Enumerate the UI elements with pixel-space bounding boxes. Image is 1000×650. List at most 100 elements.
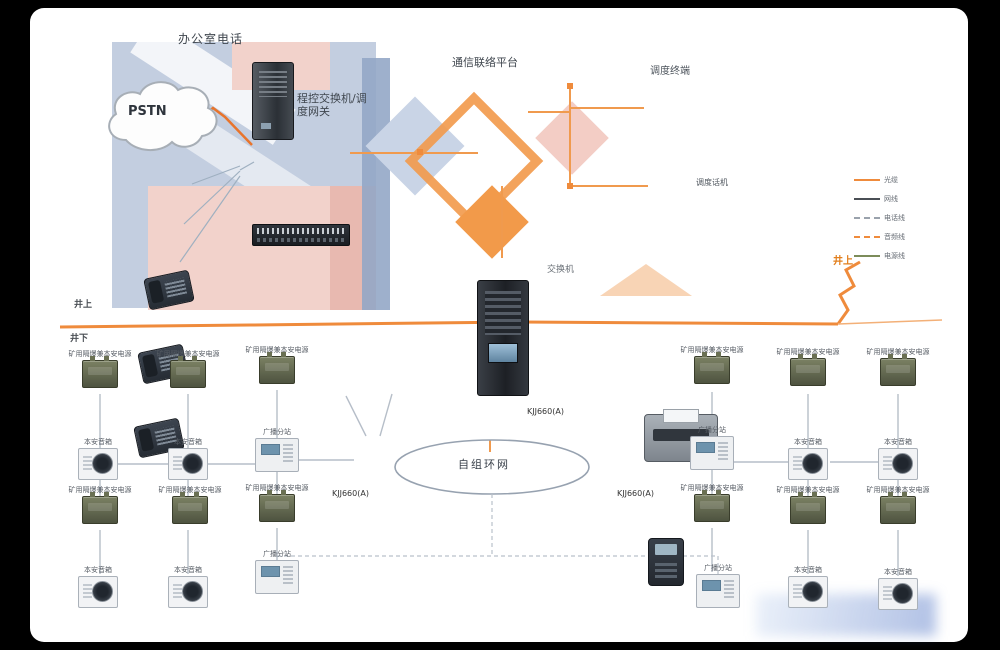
legend-label: 光缆 (884, 175, 898, 184)
power-supply-icon (82, 492, 118, 525)
device-label: 矿用隔爆兼本安电源 (866, 486, 930, 494)
power-supply-icon (880, 354, 916, 387)
power-supply-icon (790, 492, 826, 525)
device-label: 矿用隔爆兼本安电源 (680, 484, 744, 492)
device-label: 广播分站 (698, 426, 726, 434)
power-supply-node: 矿用隔爆兼本安电源 (156, 350, 220, 389)
power-supply-node: 矿用隔爆兼本安电源 (776, 348, 840, 387)
legend-item: 网线 (854, 189, 905, 208)
power-supply-node: 矿用隔爆兼本安电源 (158, 486, 222, 525)
phone-line-sample (854, 216, 880, 219)
speaker-icon (78, 576, 118, 609)
kjj660-center-label: KJJ660(A) (527, 407, 564, 416)
device-label: 矿用隔爆兼本安电源 (866, 348, 930, 356)
legend-label: 音频线 (884, 232, 905, 241)
platform-rack-icon (477, 280, 529, 396)
device-label: 本安音箱 (174, 438, 202, 446)
device-label: 矿用隔爆兼本安电源 (156, 350, 220, 358)
power-supply-icon (694, 352, 730, 385)
device-label: 本安音箱 (84, 438, 112, 446)
power-supply-node: 矿用隔爆兼本安电源 (680, 484, 744, 523)
power-supply-icon (880, 492, 916, 525)
speaker-icon (788, 576, 828, 609)
broadcast-substation-node: 广播分站 (245, 428, 309, 473)
patch-panel-icon (252, 224, 350, 246)
legend-label: 网线 (884, 194, 898, 203)
device-label: 广播分站 (263, 428, 291, 436)
power-supply-node: 矿用隔爆兼本安电源 (776, 486, 840, 525)
office-phones-label: 办公室电话 (178, 32, 244, 46)
device-label: 广播分站 (704, 564, 732, 572)
dispatch-phone-label: 调度话机 (696, 178, 728, 187)
power-supply-icon (259, 352, 295, 385)
power-supply-node: 矿用隔爆兼本安电源 (245, 484, 309, 523)
ethernet-line-sample (854, 197, 880, 200)
speaker-icon (878, 448, 918, 481)
power-supply-node: 矿用隔爆兼本安电源 (68, 350, 132, 389)
pbx-label: 程控交换机/调度网关 (297, 92, 367, 119)
legend-item: 音频线 (854, 227, 905, 246)
speaker-node: 本安音箱 (156, 438, 220, 481)
broadcast-substation-node: 广播分站 (680, 426, 744, 471)
broadcast-substation-icon (690, 436, 734, 471)
fiber-line-sample (854, 178, 880, 181)
power-supply-node: 矿用隔爆兼本安电源 (680, 346, 744, 385)
power-supply-icon (82, 356, 118, 389)
speaker-node: 本安音箱 (866, 438, 930, 481)
underground-label-left: 井下 (70, 334, 89, 344)
legend-label: 电话线 (884, 213, 905, 222)
device-label: 矿用隔爆兼本安电源 (158, 486, 222, 494)
surface-label-left: 井上 (74, 300, 93, 310)
device-label: 矿用隔爆兼本安电源 (68, 486, 132, 494)
switch-label: 交换机 (547, 265, 575, 275)
speaker-node: 本安音箱 (776, 566, 840, 609)
power-supply-node: 矿用隔爆兼本安电源 (866, 486, 930, 525)
device-label: 矿用隔爆兼本安电源 (776, 348, 840, 356)
power-supply-node: 矿用隔爆兼本安电源 (245, 346, 309, 385)
speaker-icon (78, 448, 118, 481)
speaker-node: 本安音箱 (66, 566, 130, 609)
device-label: 矿用隔爆兼本安电源 (776, 486, 840, 494)
speaker-icon (168, 576, 208, 609)
speaker-icon (878, 578, 918, 611)
surface-label-right: 井上 (833, 256, 853, 267)
legend-item: 电源线 (854, 246, 905, 265)
broadcast-substation-icon (255, 560, 299, 595)
platform-label: 通信联络平台 (452, 56, 518, 69)
broadcast-substation-icon (696, 574, 740, 609)
device-label: 本安音箱 (794, 438, 822, 446)
legend-label: 电源线 (884, 251, 905, 260)
decor-peach-triangle (600, 264, 692, 296)
pstn-label: PSTN (128, 104, 167, 119)
power-supply-node: 矿用隔爆兼本安电源 (866, 348, 930, 387)
speaker-node: 本安音箱 (776, 438, 840, 481)
device-label: 矿用隔爆兼本安电源 (245, 346, 309, 354)
device-label: 本安音箱 (84, 566, 112, 574)
speaker-node: 本安音箱 (156, 566, 220, 609)
speaker-node: 本安音箱 (866, 568, 930, 611)
legend-item: 光缆 (854, 170, 905, 189)
power-supply-icon (172, 492, 208, 525)
broadcast-substation-node: 广播分站 (245, 550, 309, 595)
power-supply-node: 矿用隔爆兼本安电源 (68, 486, 132, 525)
power-supply-icon (694, 490, 730, 523)
device-label: 广播分站 (263, 550, 291, 558)
broadcast-substation-node: 广播分站 (686, 564, 750, 609)
device-label: 矿用隔爆兼本安电源 (245, 484, 309, 492)
ring-network-label: 自组环网 (458, 458, 510, 471)
dispatch-phone-icon (648, 538, 684, 586)
device-label: 矿用隔爆兼本安电源 (680, 346, 744, 354)
power-supply-icon (259, 490, 295, 523)
audio-line-sample (854, 235, 880, 238)
device-label: 本安音箱 (884, 568, 912, 576)
device-label: 本安音箱 (884, 438, 912, 446)
power-supply-icon (170, 356, 206, 389)
pbx-tower-icon (252, 62, 294, 140)
dispatch-terminal-label: 调度终端 (650, 66, 690, 77)
power-supply-icon (790, 354, 826, 387)
speaker-icon (788, 448, 828, 481)
kjj660-left-label: KJJ660(A) (332, 489, 369, 498)
device-label: 本安音箱 (174, 566, 202, 574)
device-label: 本安音箱 (794, 566, 822, 574)
